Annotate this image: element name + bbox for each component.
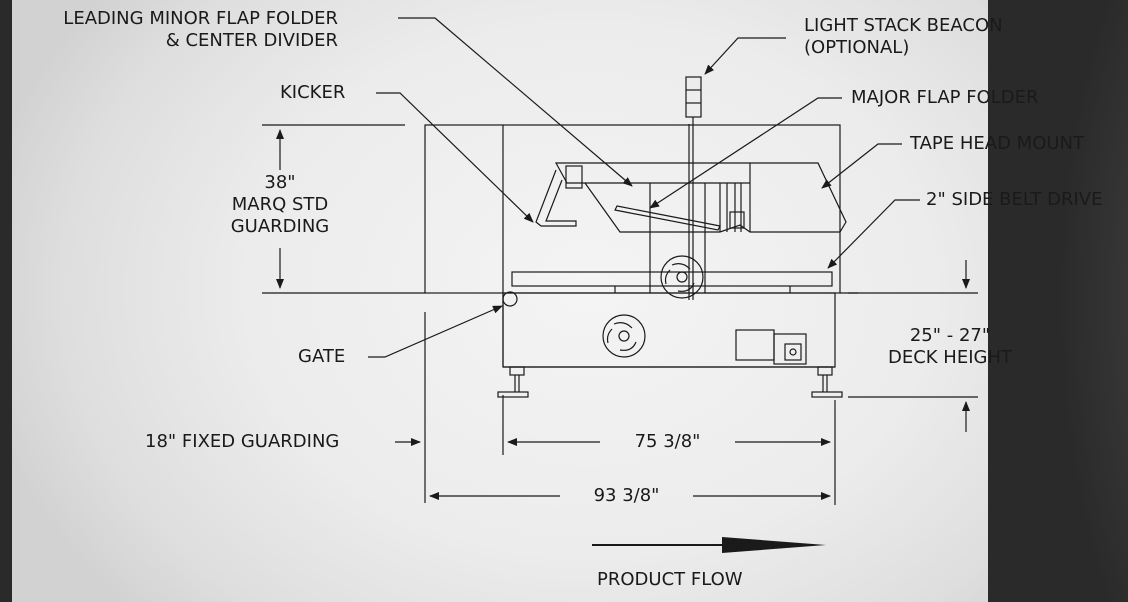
label-product-flow: PRODUCT FLOW [597,569,743,590]
label-center-divider: & CENTER DIVIDER [165,30,338,51]
deck-plate [511,271,833,287]
leader-kicker [376,92,534,223]
leader-leading-minor [398,17,633,187]
right-edge-band [988,0,1128,602]
label-guarding: GUARDING [230,216,330,237]
motor [735,329,775,361]
label-leading-minor-flap-folder: LEADING MINOR FLAP FOLDER [63,8,338,29]
leader-side-belt [827,199,920,269]
left-edge-band [0,0,12,602]
label-gate: GATE [298,346,346,367]
label-deck-height: DECK HEIGHT [887,347,1013,368]
upper-head-assembly [554,162,847,233]
leader-gate [368,305,503,358]
leader-major-flap [649,97,842,209]
dimension-75-3-8: 75 3/8" [634,431,701,452]
lower-handwheel [602,314,646,358]
label-deck-height-range: 25" - 27" [909,325,991,346]
label-marq-std: MARQ STD [231,194,329,215]
label-kicker: KICKER [280,82,346,103]
label-optional: (OPTIONAL) [804,37,910,58]
gearbox [773,333,807,365]
gate-post [502,291,518,307]
leader-tape-head [821,143,902,189]
leader-light-stack [704,37,786,75]
light-stack-beacon [685,76,702,118]
dimension-93-3-8: 93 3/8" [593,485,660,506]
major-flap-folder-bar [614,205,721,231]
label-fixed-guarding: 18" FIXED GUARDING [145,431,340,452]
upper-handwheel [660,255,704,299]
kicker-cylinder [565,165,583,189]
kicker-arm [535,169,577,227]
sensor-block [729,211,745,229]
product-flow-arrow [592,537,826,553]
label-38-inch: 38" [264,172,296,193]
label-side-belt-drive: 2" SIDE BELT DRIVE [926,189,1103,210]
label-major-flap-folder: MAJOR FLAP FOLDER [851,87,1039,108]
leveling-feet [497,366,843,398]
label-tape-head-mount: TAPE HEAD MOUNT [910,133,1084,154]
label-light-stack-beacon: LIGHT STACK BEACON [804,15,1003,36]
